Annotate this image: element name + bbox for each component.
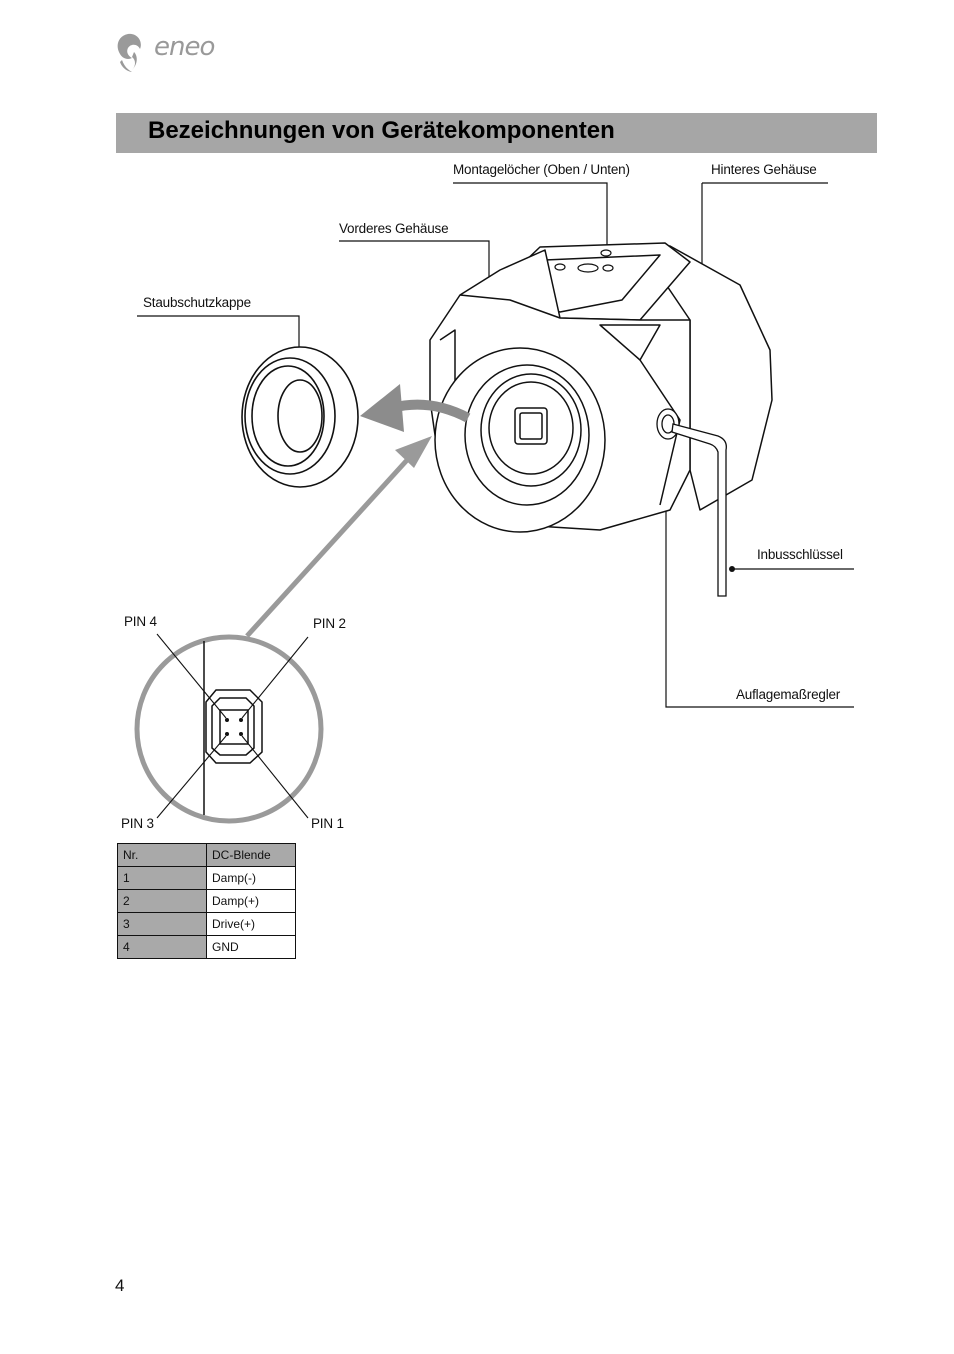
table-row: 2 Damp(+) [117,889,296,913]
page-title-bar: Bezeichnungen von Gerätekomponenten [116,113,877,153]
label-dust-cap: Staubschutzkappe [143,295,251,310]
lens-assembly [434,347,606,533]
dc-iris-connector [205,689,263,764]
table-cell-signal: GND [206,935,296,959]
allen-key-shape [671,423,727,597]
table-header-dc-iris: DC-Blende [206,843,296,867]
table-cell-signal: Drive(+) [206,912,296,936]
label-back-focus: Auflagemaßregler [736,687,841,702]
mounting-holes-leader [453,182,608,254]
label-pin4: PIN 4 [124,614,157,629]
eneo-logo: eneo [114,30,224,74]
page-number: 4 [115,1276,125,1295]
label-allen-key: Inbusschlüssel [757,547,843,562]
table-cell-nr: 1 [117,866,207,890]
table-cell-signal: Damp(-) [206,866,296,890]
table-row: 1 Damp(-) [117,866,296,890]
eneo-swirl-icon [117,33,141,72]
label-rear-housing: Hinteres Gehäuse [711,162,817,177]
page-title: Bezeichnungen von Gerätekomponenten [148,117,615,144]
table-row: 3 Drive(+) [117,912,296,936]
dust-cap-leader [137,315,300,357]
dust-cap-shape [241,346,359,488]
table-header-row: Nr. DC-Blende [117,843,296,867]
brand-name: eneo [154,32,215,62]
table-cell-nr: 2 [117,889,207,913]
table-cell-signal: Damp(+) [206,889,296,913]
back-focus-leader [665,452,854,708]
label-pin1: PIN 1 [311,816,344,831]
table-cell-nr: 4 [117,935,207,959]
label-front-housing: Vorderes Gehäuse [339,221,449,236]
label-pin3: PIN 3 [121,816,154,831]
back-focus-knob [656,408,680,440]
label-pin2: PIN 2 [313,616,346,631]
table-header-nr: Nr. [117,843,207,867]
label-mounting-holes: Montagelöcher (Oben / Unten) [453,162,630,177]
pin-assignment-table: Nr. DC-Blende 1 Damp(-) 2 Damp(+) 3 Driv… [117,843,296,959]
table-row: 4 GND [117,935,296,959]
table-cell-nr: 3 [117,912,207,936]
